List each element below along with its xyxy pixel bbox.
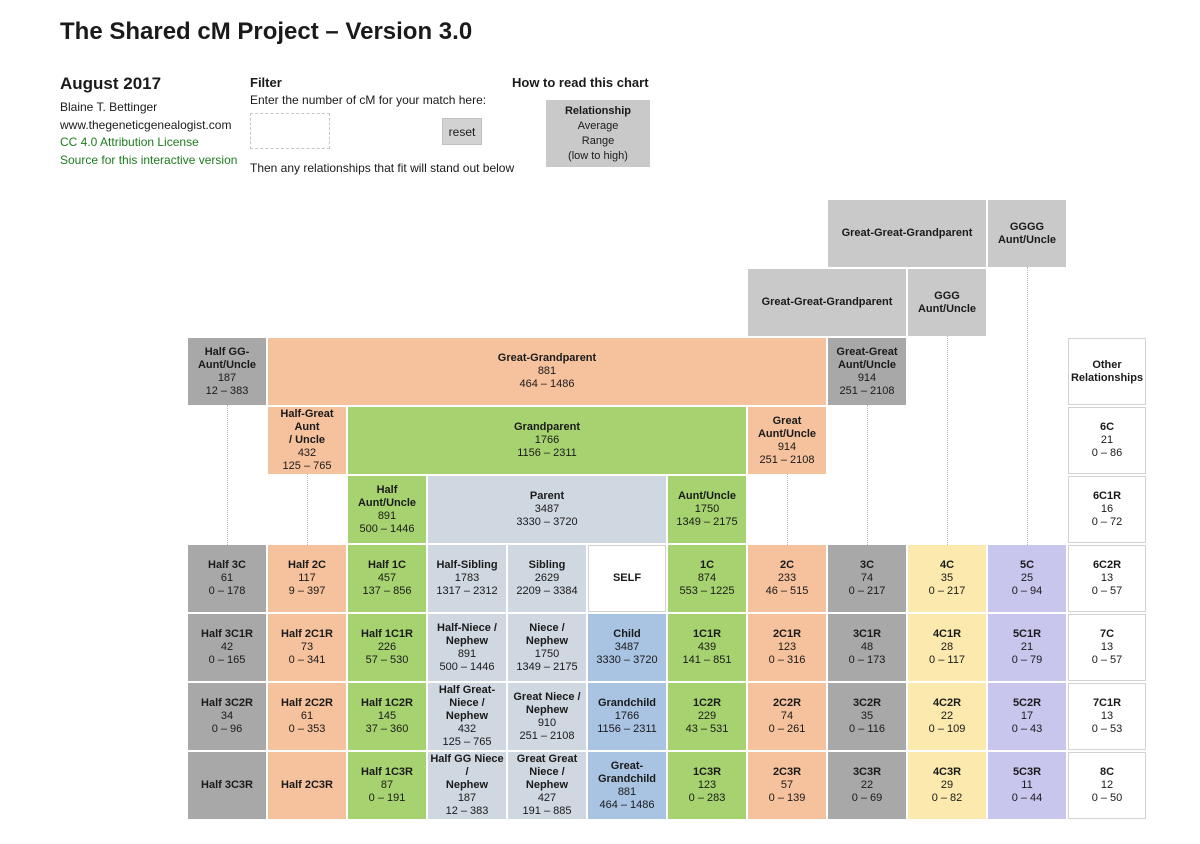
connector-line bbox=[947, 336, 948, 545]
connector-line bbox=[787, 474, 788, 545]
howto-heading: How to read this chart bbox=[512, 75, 649, 90]
website-text: www.thegeneticgenealogist.com bbox=[60, 117, 232, 132]
legend-range-label: Range bbox=[581, 134, 615, 147]
relationship-box-other-relationships: Other Relationships bbox=[1068, 338, 1146, 405]
filter-heading: Filter bbox=[250, 75, 282, 90]
connector-line bbox=[307, 474, 308, 545]
reset-button[interactable]: reset bbox=[442, 118, 482, 145]
filter-note: Then any relationships that fit will sta… bbox=[250, 161, 515, 175]
connector-line bbox=[1027, 267, 1028, 545]
filter-instruction: Enter the number of cM for your match he… bbox=[250, 93, 487, 107]
page-title: The Shared cM Project – Version 3.0 bbox=[60, 18, 473, 45]
relationship-box-half-3c3r: Half 3C3R bbox=[188, 752, 266, 819]
connector-line bbox=[867, 405, 868, 545]
source-link[interactable]: Source for this interactive version bbox=[60, 152, 238, 167]
relationship-box-gggg-aunt-uncle: GGGG Aunt/Uncle bbox=[988, 200, 1066, 267]
byline: Blaine T. Bettinger www.thegeneticgeneal… bbox=[60, 99, 237, 169]
relationship-box-great-great-grandparent: Great-Great-Grandparent bbox=[748, 269, 906, 336]
relationship-box-self: SELF bbox=[588, 545, 666, 612]
author-name: Blaine T. Bettinger bbox=[60, 100, 158, 114]
legend-average-label: Average bbox=[577, 119, 619, 132]
legend-relationship-label: Relationship bbox=[564, 104, 631, 117]
relationship-box-half-2c3r: Half 2C3R bbox=[268, 752, 346, 819]
connector-line bbox=[227, 405, 228, 545]
relationship-box-ggg-aunt-uncle: GGG Aunt/Uncle bbox=[908, 269, 986, 336]
relationship-box-great-great-grandparent: Great-Great-Grandparent bbox=[828, 200, 986, 267]
date-heading: August 2017 bbox=[60, 74, 162, 93]
cm-filter-input[interactable] bbox=[250, 113, 330, 149]
legend-range-note: (low to high) bbox=[568, 149, 628, 162]
license-link[interactable]: CC 4.0 Attribution License bbox=[60, 135, 199, 149]
legend-box: Relationship Average Range (low to high) bbox=[546, 100, 650, 167]
